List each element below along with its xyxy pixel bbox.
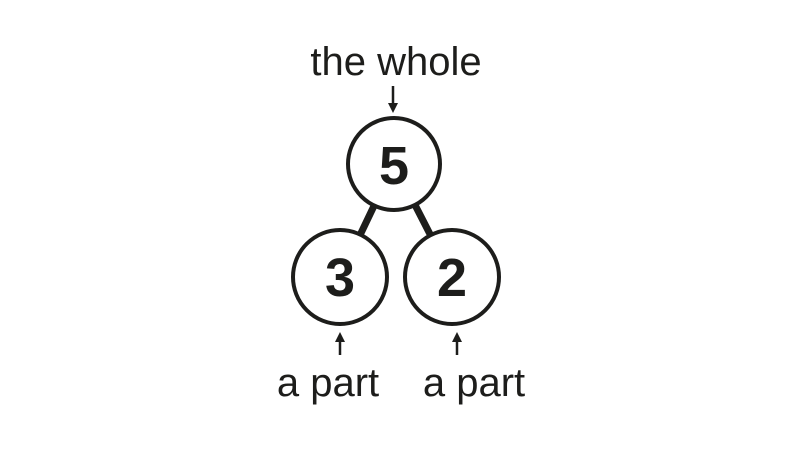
part-label-right: a part bbox=[423, 361, 525, 405]
arrow-up-right-icon bbox=[452, 332, 462, 355]
whole-value: 5 bbox=[379, 136, 409, 196]
part-label-left: a part bbox=[277, 361, 379, 405]
part-circle-left bbox=[291, 228, 389, 326]
whole-label: the whole bbox=[310, 40, 481, 84]
part-value-right: 2 bbox=[437, 248, 467, 308]
arrow-up-left-icon bbox=[335, 332, 345, 355]
part-value-left: 3 bbox=[325, 248, 355, 308]
part-circle-right bbox=[403, 228, 501, 326]
arrow-down-icon bbox=[388, 86, 398, 113]
whole-circle bbox=[346, 116, 442, 212]
